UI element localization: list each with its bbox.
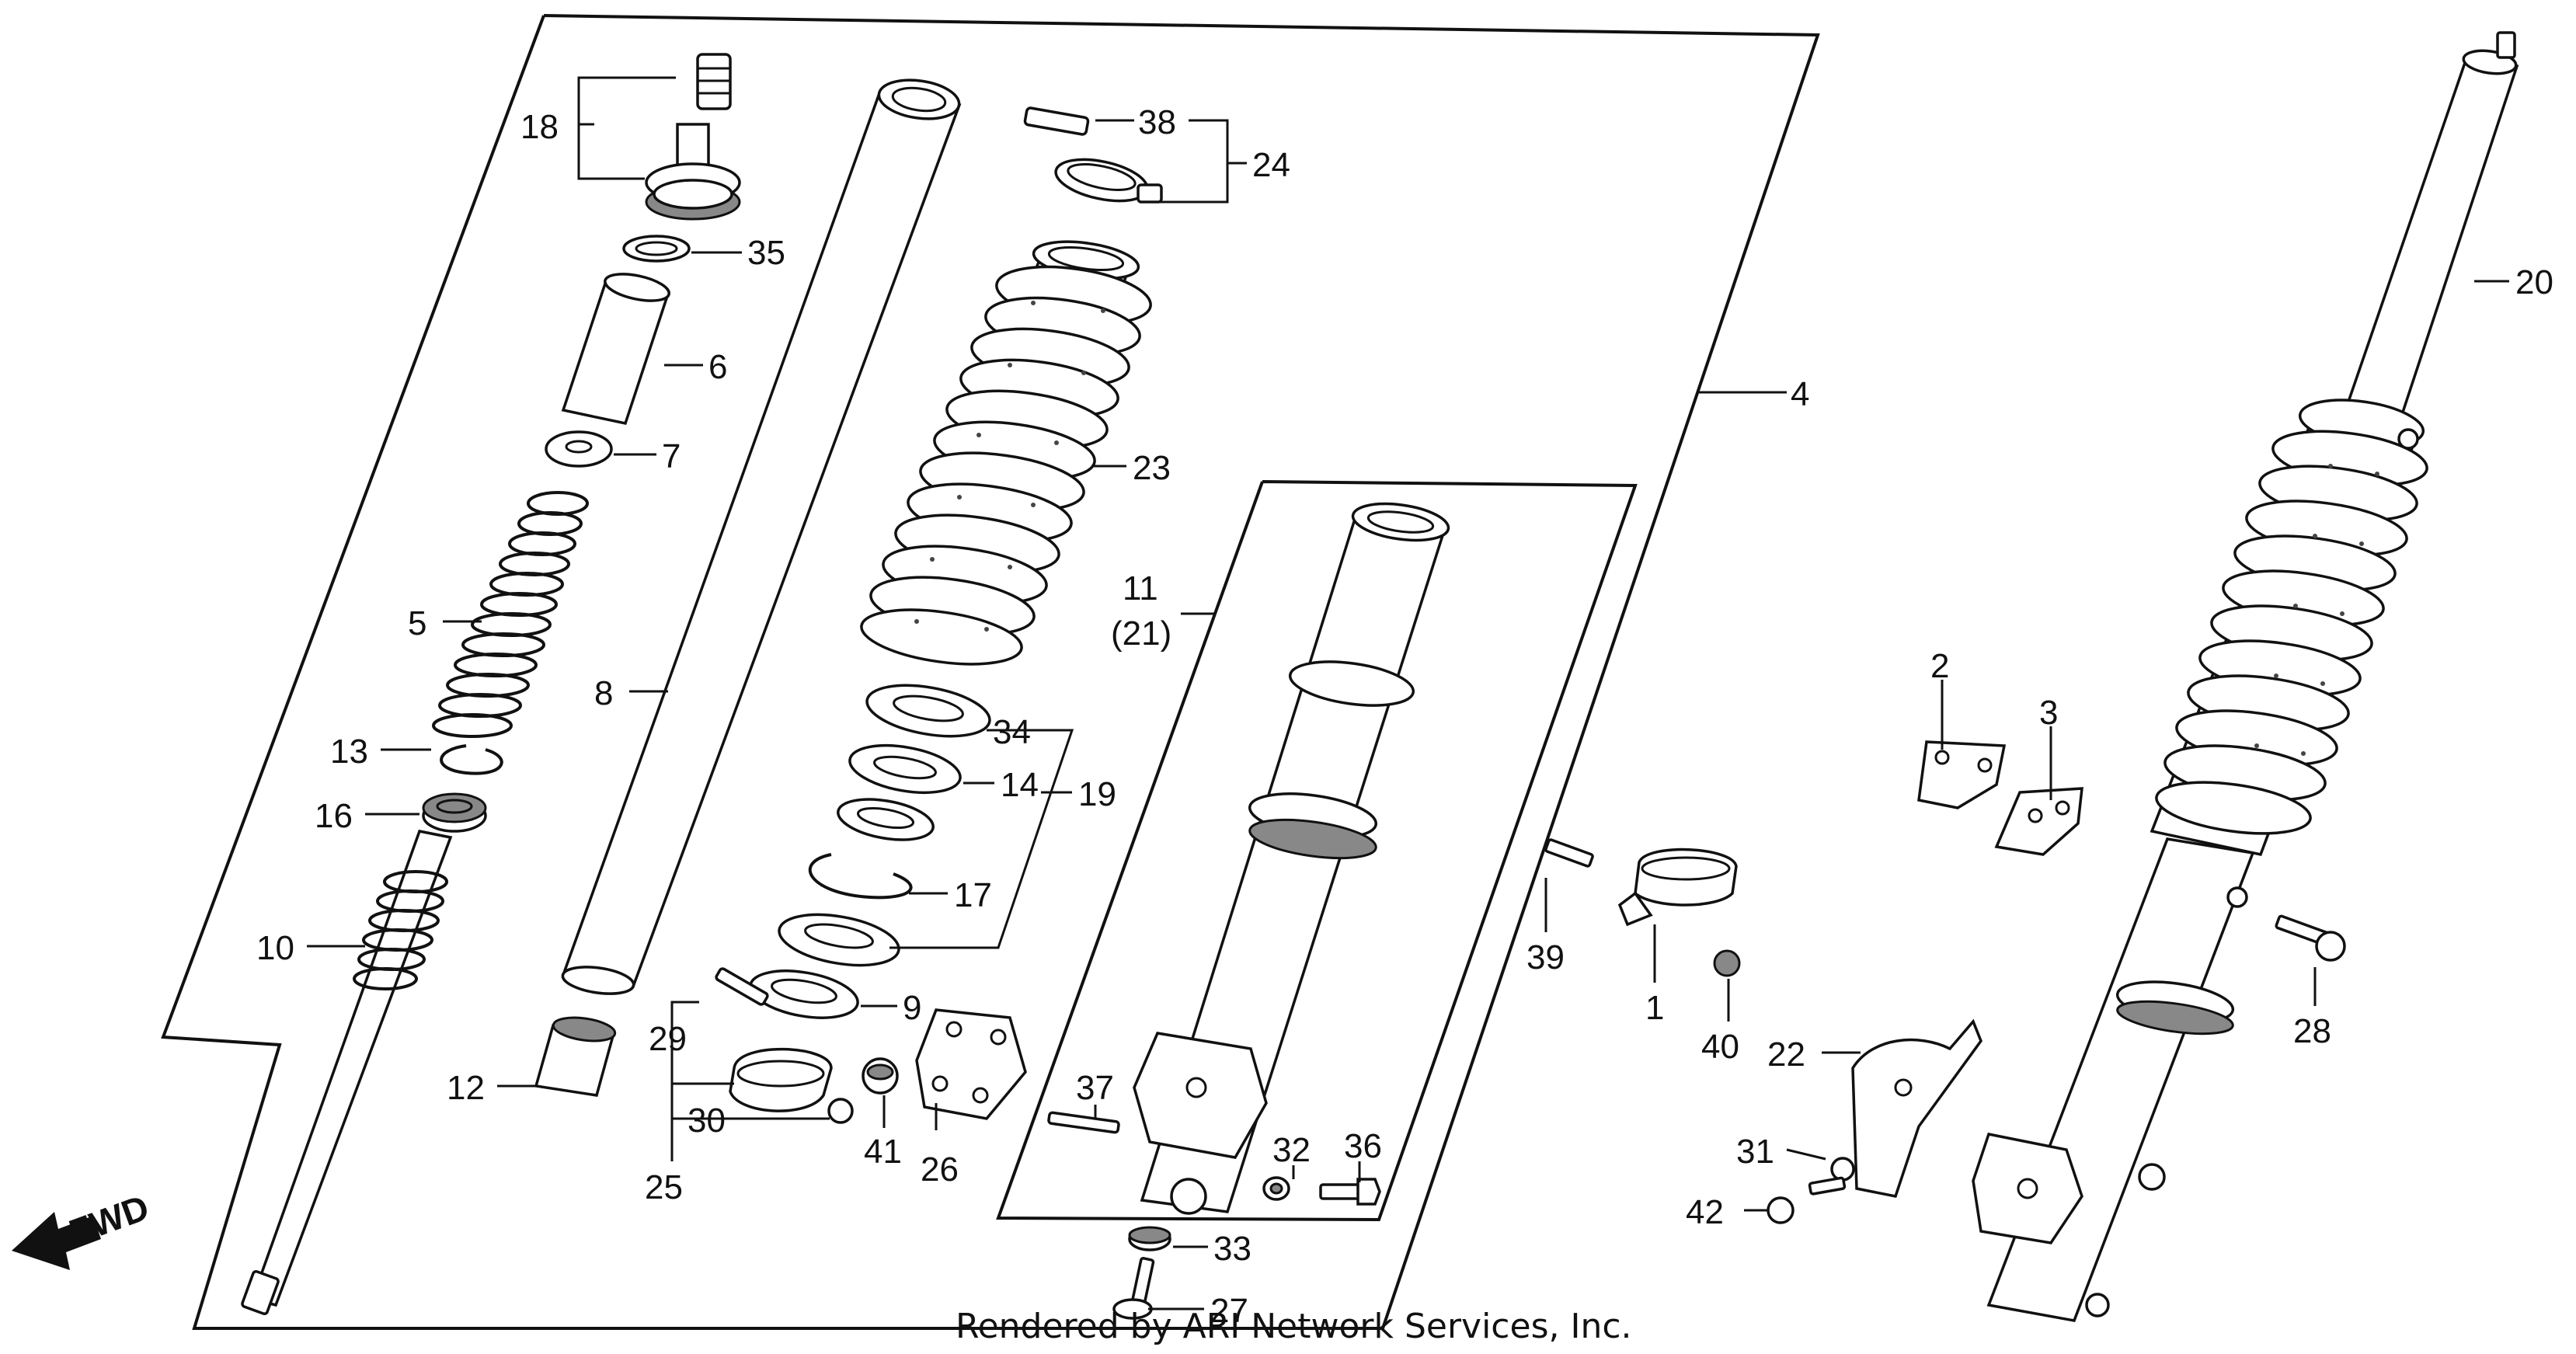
label-17: 17: [954, 876, 992, 914]
boot-clamp-part: [1023, 106, 1163, 204]
label-22: 22: [1767, 1036, 1805, 1074]
label-27: 27: [1210, 1292, 1248, 1330]
label-6: 6: [708, 348, 727, 386]
slider-part: [1133, 502, 1450, 1215]
label-31: 31: [1736, 1133, 1774, 1171]
label-37: 37: [1076, 1069, 1114, 1107]
label-32: 32: [1272, 1131, 1311, 1169]
label-25: 25: [645, 1168, 683, 1206]
damper-rod-part: [241, 829, 453, 1315]
slide-bushing-part: [534, 1016, 617, 1097]
label-18: 18: [520, 108, 559, 146]
label-38: 38: [1138, 103, 1176, 141]
label-29: 29: [649, 1020, 687, 1058]
bracket-2-part: [1917, 740, 2007, 809]
label-33: 33: [1213, 1230, 1251, 1268]
axle-holder-part: [915, 1008, 1027, 1120]
label-42: 42: [1686, 1193, 1724, 1231]
label-23: 23: [1133, 449, 1171, 487]
o-ring-part: [622, 235, 691, 263]
spacer-tube-part: [561, 273, 670, 426]
label-26: 26: [921, 1150, 959, 1189]
label-20: 20: [2515, 263, 2553, 301]
fork-assembly-outline: [161, 14, 1820, 1330]
axle-clamp-part: [715, 967, 899, 1124]
fwd-label: FWD: [64, 1187, 154, 1253]
label-5: 5: [408, 604, 426, 642]
slider-group-outline: [996, 480, 1638, 1222]
label-35: 35: [747, 234, 785, 272]
label-14: 14: [1001, 766, 1039, 804]
oil-seal-stack-part: [778, 684, 991, 967]
stud-bolt-part: [1047, 1111, 1120, 1134]
brake-hose-clamp-part: [1544, 838, 1741, 977]
circlip-part: [440, 744, 503, 775]
label-13: 13: [330, 733, 368, 771]
label-2: 2: [1930, 647, 1949, 685]
label-1: 1: [1645, 989, 1664, 1027]
label-3: 3: [2039, 694, 2058, 732]
guard-part: [1767, 1018, 1982, 1224]
drain-screw-part: [1262, 1176, 1381, 1206]
dust-boot-part: [860, 240, 1152, 666]
bolt-28-part: [2275, 914, 2346, 962]
label-12: 12: [447, 1069, 485, 1107]
label-11: 11: [1123, 569, 1158, 607]
label-30: 30: [688, 1102, 726, 1140]
cap-bolt-part: [645, 53, 741, 221]
piston-ring-part: [422, 792, 487, 833]
label-10: 10: [256, 929, 294, 967]
label-19: 19: [1078, 775, 1116, 813]
label-34: 34: [993, 713, 1031, 751]
fork-tube-part: [561, 78, 962, 995]
label-21: (21): [1111, 614, 1171, 653]
label-9: 9: [903, 989, 921, 1027]
label-4: 4: [1791, 375, 1809, 413]
label-40: 40: [1701, 1028, 1739, 1066]
label-24: 24: [1252, 146, 1290, 184]
bracket-3-part: [1994, 787, 2083, 856]
lower-bolt-part: [1112, 1226, 1171, 1320]
label-41: 41: [864, 1133, 902, 1171]
render-credit: Rendered by ARI Network Services, Inc.: [956, 1307, 1632, 1346]
label-28: 28: [2293, 1012, 2331, 1050]
label-16: 16: [315, 797, 353, 835]
label-8: 8: [594, 674, 613, 712]
label-36: 36: [1344, 1127, 1382, 1165]
assembled-fork-part: [1972, 31, 2519, 1322]
fwd-arrow-icon: FWD: [12, 1187, 154, 1270]
label-39: 39: [1526, 938, 1565, 976]
label-7: 7: [662, 437, 681, 475]
fork-spring-part: [432, 491, 589, 738]
part-labels: 18 35 6 7 5 13 16 10 8 12 38 24 23 11 (2…: [256, 103, 2553, 1330]
spring-seat-part: [545, 430, 613, 468]
leader-lines: [307, 76, 2509, 1310]
